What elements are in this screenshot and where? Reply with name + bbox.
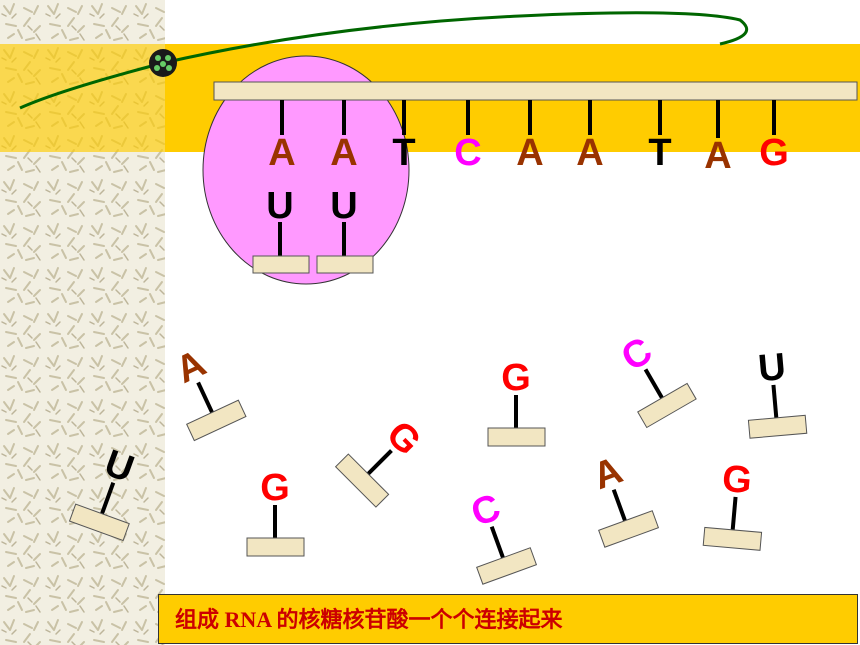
free-base-stick: [730, 496, 738, 531]
free-nucleotide: A: [588, 449, 660, 548]
template-base-label: C: [454, 132, 481, 174]
template-base-label: A: [516, 132, 543, 174]
template-base-label: A: [704, 135, 731, 177]
dna-template-strand: [213, 81, 858, 101]
free-nucleotide: C: [615, 330, 697, 429]
free-base-label: G: [260, 467, 290, 509]
ribose-phosphate: [476, 547, 538, 585]
free-nucleotide: G: [246, 467, 305, 557]
free-base-stick: [366, 449, 393, 476]
paired-base-label: U: [330, 185, 357, 227]
marker-dot: [155, 55, 161, 61]
free-base-stick: [611, 489, 627, 522]
free-nucleotide: G: [702, 458, 763, 551]
caption-rna: RNA: [224, 607, 271, 632]
ribose-phosphate: [246, 537, 305, 557]
ribose-phosphate: [252, 255, 310, 274]
template-base-label: A: [330, 132, 357, 174]
free-base-label: G: [720, 458, 753, 502]
template-base-label: G: [759, 132, 789, 174]
ribose-phosphate: [637, 382, 697, 429]
ribose-phosphate: [186, 399, 247, 442]
ribose-phosphate: [702, 526, 763, 551]
marker-dot: [166, 65, 172, 71]
band-texture-overlay: [0, 44, 165, 152]
free-base-stick: [196, 381, 214, 414]
free-nucleotide: U: [747, 346, 808, 439]
ribose-phosphate: [598, 510, 660, 548]
free-nucleotide: G: [487, 357, 546, 447]
marker-dot: [160, 61, 166, 67]
ribose-phosphate: [316, 255, 374, 274]
ribose-phosphate: [747, 414, 808, 439]
rna-polymerase: [202, 55, 410, 285]
free-base-label: G: [501, 357, 531, 399]
ribose-phosphate: [334, 453, 390, 508]
free-base-label: C: [615, 330, 660, 380]
free-base-label: A: [170, 342, 213, 392]
free-nucleotide: G: [334, 413, 429, 508]
caption-box: 组成 RNA 的核糖核苷酸一个个连接起来: [158, 594, 858, 644]
paired-base-label: U: [266, 185, 293, 227]
template-base-label: A: [576, 132, 603, 174]
free-base-stick: [643, 368, 664, 399]
caption-suffix: 的核糖核苷酸一个个连接起来: [270, 607, 563, 632]
template-base-label: T: [392, 132, 415, 174]
free-base-label: U: [756, 346, 787, 390]
free-base-label: C: [466, 486, 506, 535]
ribose-phosphate: [68, 503, 130, 542]
free-base-stick: [771, 384, 779, 419]
caption-prefix: 组成: [175, 607, 225, 632]
marker-dot: [154, 65, 160, 71]
free-base-stick: [489, 526, 505, 559]
free-nucleotide: C: [466, 486, 538, 585]
free-nucleotide: A: [170, 342, 247, 442]
free-base-stick: [100, 482, 116, 515]
rna-strand: [19, 11, 749, 110]
ribose-phosphate: [487, 427, 546, 447]
template-base-label: A: [268, 132, 295, 174]
marker-dot: [165, 55, 171, 61]
free-base-label: A: [588, 449, 628, 498]
template-base-label: T: [648, 132, 671, 174]
